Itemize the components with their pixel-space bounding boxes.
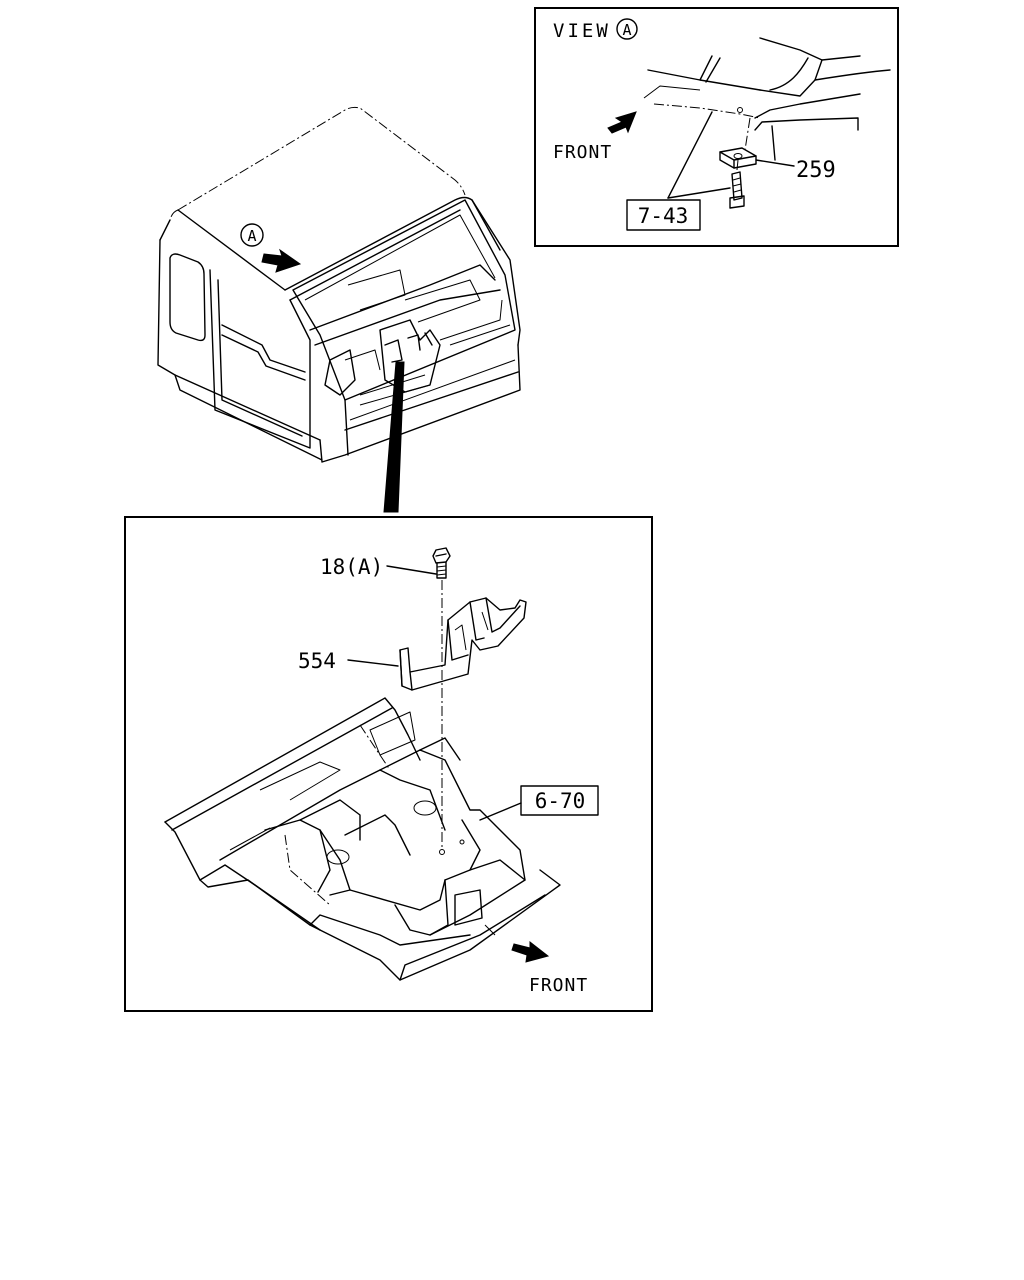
- cab-marker-letter: A: [247, 227, 256, 245]
- label-554: 554: [298, 649, 336, 673]
- roof-underside-drawing: [643, 37, 891, 161]
- leader-6-70: [479, 802, 522, 821]
- detail-panel: 18(A) 554: [124, 516, 653, 1012]
- label-6-70: 6-70: [535, 789, 586, 813]
- plate-259-icon: [719, 147, 757, 169]
- front-arrow-icon: [607, 111, 637, 134]
- bolt-18-icon: [432, 547, 451, 579]
- leader-7-43-a: [667, 111, 713, 199]
- callout-pointer: [383, 361, 405, 513]
- cab-direction-arrow-icon: [261, 248, 302, 273]
- view-a-frame: [534, 7, 899, 247]
- leader-7-43-b: [667, 187, 731, 199]
- view-a-panel: VIEW A FRONT: [534, 7, 899, 247]
- label-259: 259: [796, 158, 836, 183]
- view-circle-marker: A: [616, 18, 638, 40]
- ref-box-6-70: [520, 785, 599, 816]
- floor-panel-drawing: [164, 697, 561, 981]
- bolt-icon: [729, 171, 745, 209]
- ref-box-7-43: [626, 199, 701, 231]
- leader-18: [386, 565, 437, 575]
- detail-front-label: FRONT: [529, 975, 588, 996]
- detail-frame: [124, 516, 653, 1012]
- leader-259: [755, 159, 795, 167]
- view-title: VIEW: [553, 20, 611, 42]
- view-circle-letter: A: [622, 21, 631, 39]
- cab-view-marker: A: [240, 223, 264, 247]
- label-7-43: 7-43: [638, 204, 689, 228]
- bracket-554-icon: [399, 597, 527, 691]
- label-18a: 18(A): [320, 555, 383, 579]
- leader-554: [347, 659, 399, 667]
- cab-illustration: A: [157, 106, 521, 513]
- detail-front-arrow-icon: [511, 940, 550, 963]
- view-front-label: FRONT: [553, 142, 612, 163]
